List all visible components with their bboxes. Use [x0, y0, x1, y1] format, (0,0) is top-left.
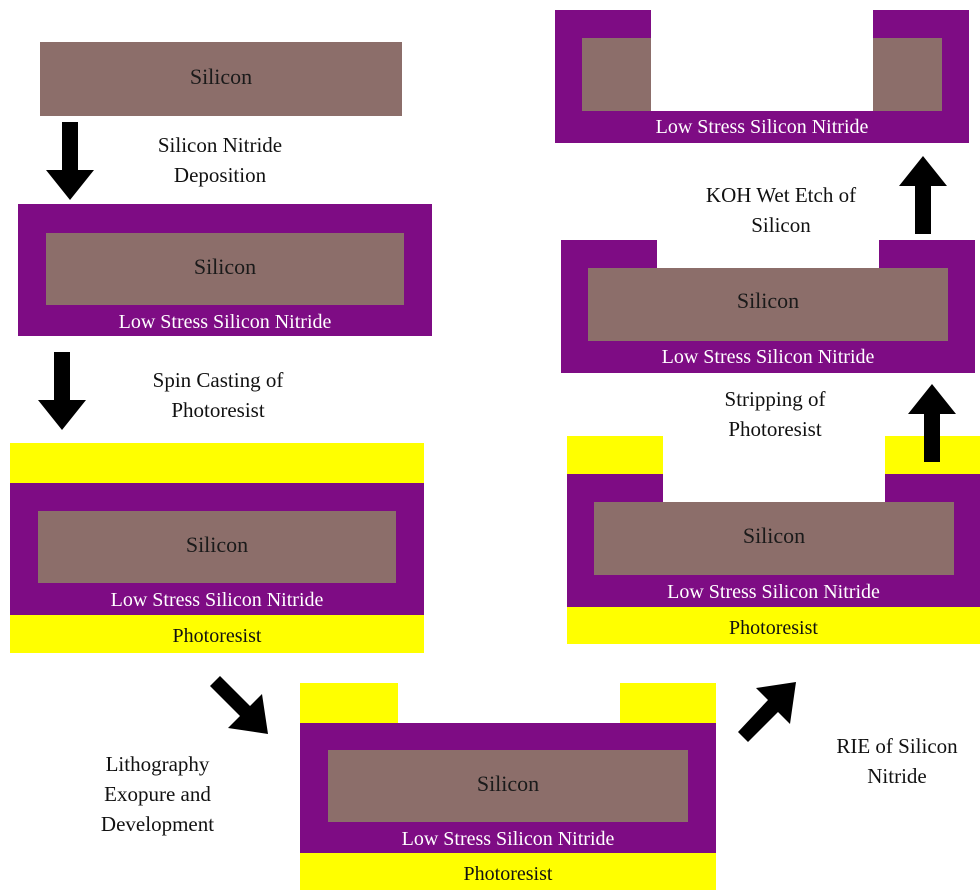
arrow-down-icon — [38, 352, 86, 430]
step-caption-deposition: Silicon Nitride Deposition — [157, 133, 283, 187]
stage2-silicon-core — [46, 233, 404, 305]
stage7-nitride-label: Low Stress Silicon Nitride — [655, 116, 869, 138]
stage3-photoresist-top — [10, 443, 424, 483]
arrow-down-right-icon — [210, 676, 268, 734]
stage7-silicon-left-remnant — [582, 38, 651, 111]
stage4-photoresist-left-pad — [300, 683, 398, 723]
stage7-etched-cavity — [651, 10, 873, 111]
stage1-silicon-wafer — [40, 42, 402, 116]
stage6-etched-window — [657, 240, 879, 268]
stage4-silicon-label: Silicon — [476, 771, 540, 796]
stage5-etched-window — [663, 474, 885, 502]
stage5-silicon-core — [594, 502, 954, 575]
stage5-photoresist-left-pad — [567, 436, 663, 474]
stage2-nitride-label: Low Stress Silicon Nitride — [118, 311, 332, 333]
step-caption-koh: KOH Wet Etch of Silicon — [705, 183, 857, 237]
stage5-photoresist-bottom — [567, 607, 980, 644]
stage3-silicon-label: Silicon — [185, 532, 249, 557]
stage4-silicon-core — [328, 750, 688, 822]
stage3-photoresist-label: Photoresist — [172, 625, 262, 647]
step-caption-lithography: Lithography Exopure and Development — [100, 752, 215, 836]
stage5-photoresist-label: Photoresist — [729, 617, 818, 639]
stage3-silicon-core — [38, 511, 396, 583]
step-caption-spin-casting: Spin Casting of Photoresist — [152, 368, 284, 422]
arrow-up-right-icon — [738, 682, 796, 742]
step-caption-stripping: Stripping of Photoresist — [724, 387, 826, 441]
stage4-photoresist-right-pad — [620, 683, 716, 723]
stage5-nitride-label: Low Stress Silicon Nitride — [667, 581, 880, 603]
stage1-silicon-label: Silicon — [189, 64, 253, 89]
stage5-silicon-label: Silicon — [742, 523, 806, 548]
stage7-silicon-right-remnant — [873, 38, 942, 111]
step-caption-rie: RIE of Silicon Nitride — [836, 734, 958, 788]
stage3-photoresist-bottom — [10, 615, 424, 653]
arrow-up-icon — [899, 156, 947, 234]
stage3-nitride-label: Low Stress Silicon Nitride — [110, 589, 324, 611]
stage6-silicon-core — [588, 268, 948, 341]
stage4-photoresist-label: Photoresist — [463, 863, 553, 885]
arrow-down-icon — [46, 122, 94, 200]
stage4-nitride-label: Low Stress Silicon Nitride — [401, 828, 615, 850]
stage6-nitride-label: Low Stress Silicon Nitride — [661, 346, 875, 368]
stage6-silicon-label: Silicon — [736, 288, 800, 313]
arrow-up-icon — [908, 384, 956, 462]
stage4-photoresist-bottom — [300, 853, 716, 890]
stage2-silicon-label: Silicon — [193, 254, 257, 279]
